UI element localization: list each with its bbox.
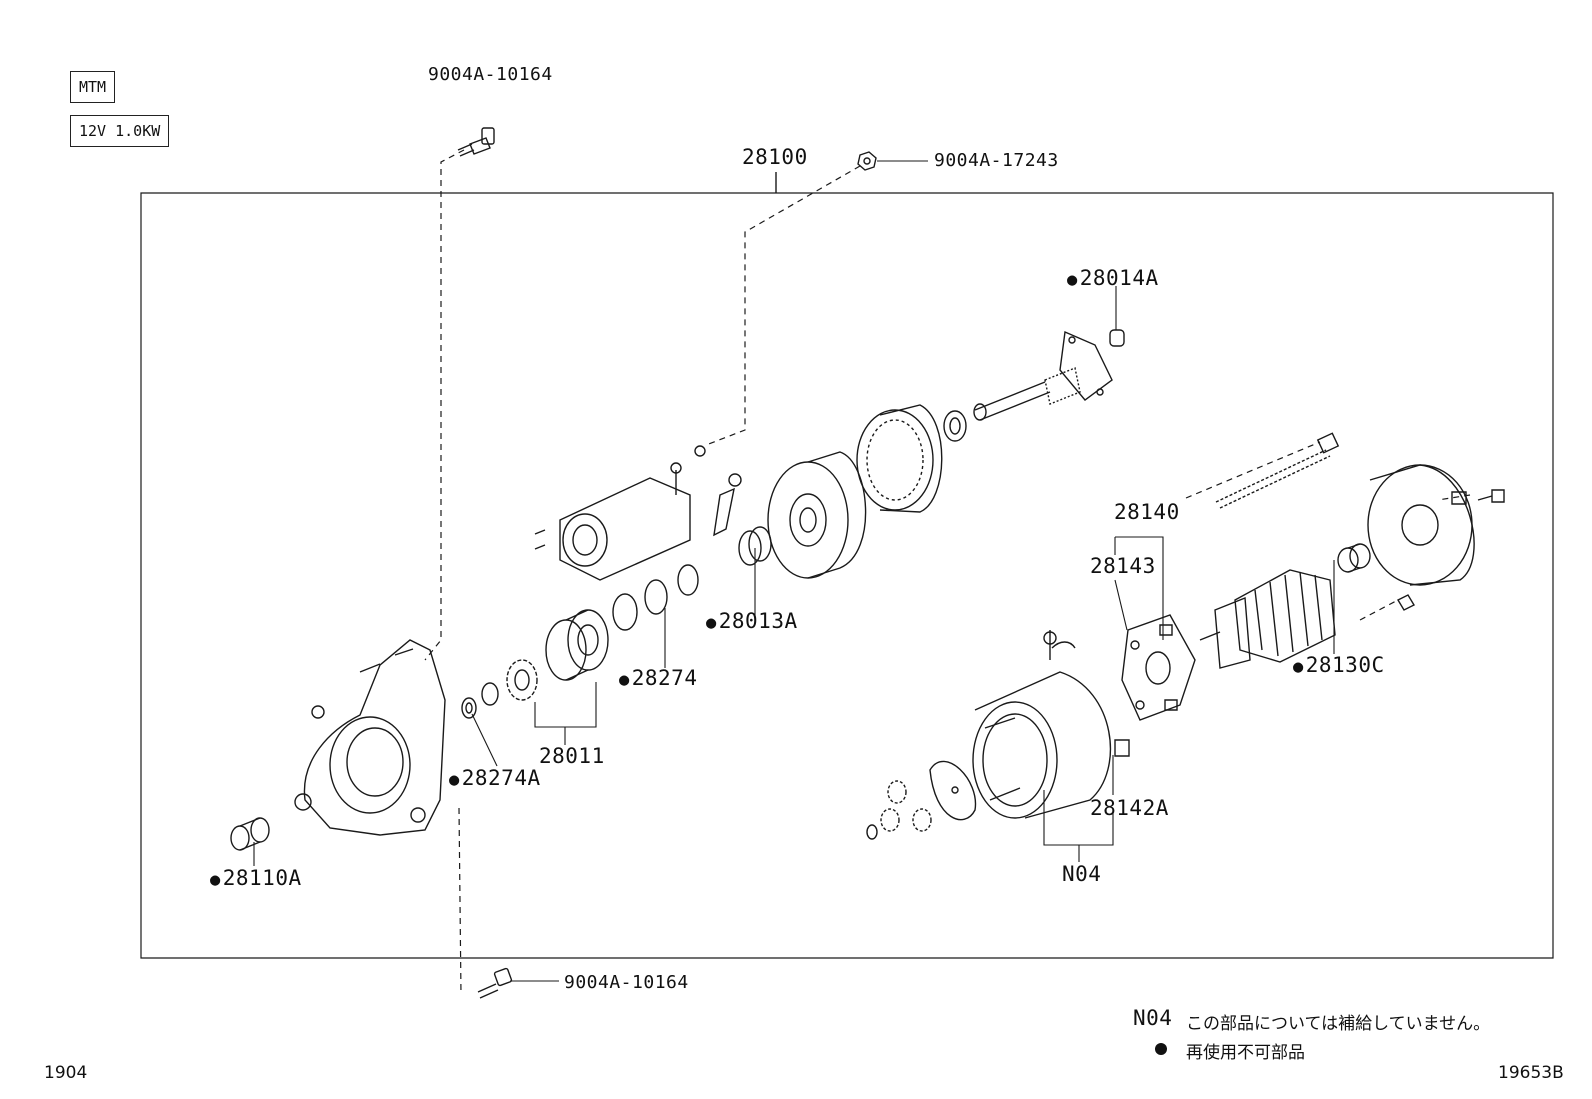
brush-holder-icon — [1122, 615, 1195, 720]
bushing-icon — [1338, 544, 1370, 572]
lever-icon — [714, 474, 741, 535]
callout-28274[interactable]: 28274 — [619, 667, 697, 691]
guide-line-bolt-top — [425, 150, 464, 660]
callout-N04[interactable]: N04 — [1062, 862, 1102, 886]
legend-bullet-icon — [1155, 1043, 1167, 1055]
plate-icon — [930, 761, 975, 819]
spring-icon — [1398, 595, 1414, 610]
bushing-icon — [1110, 330, 1124, 346]
bolt-bottom-icon — [478, 968, 512, 998]
callout-28142A[interactable]: 28142A — [1090, 796, 1169, 820]
drive-housing-icon — [295, 640, 445, 835]
yoke-icon — [973, 630, 1129, 818]
guide-line-bolt-bottom — [459, 808, 461, 995]
bushing-icon — [231, 818, 269, 850]
washer-icon — [462, 698, 476, 718]
screw-icon — [1478, 490, 1504, 502]
footer-right-code: 19653B — [1498, 1063, 1564, 1083]
callout-assembly[interactable]: 28100 — [742, 145, 808, 169]
callout-28014A[interactable]: 28014A — [1067, 267, 1159, 291]
armature-icon — [1200, 570, 1335, 668]
callout-bolt-top[interactable]: 9004A-10164 — [428, 64, 553, 85]
snap-ring-icon — [613, 565, 698, 630]
through-bolt-icon — [1216, 433, 1338, 508]
planetary-gears-icon — [867, 781, 931, 839]
footer-left-code: 1904 — [44, 1063, 88, 1083]
washer-icon — [944, 411, 966, 441]
callout-28274A[interactable]: 28274A — [449, 767, 541, 791]
callout-28140[interactable]: 28140 — [1114, 500, 1180, 524]
assembly-frame — [141, 193, 1553, 958]
end-frame-icon — [1368, 465, 1474, 585]
callout-bolt-bottom[interactable]: 9004A-10164 — [564, 972, 689, 993]
solenoid-icon — [535, 446, 705, 580]
center-bracket-icon — [768, 452, 866, 578]
legend-bullet-text: 再使用不可部品 — [1186, 1043, 1305, 1063]
ring-icon — [482, 683, 498, 705]
tag-transmission: MTM — [70, 71, 116, 103]
legend-n04-code: N04 — [1133, 1006, 1173, 1030]
pinion-gear-icon — [507, 660, 537, 700]
legend-n04-text: この部品については補給していません。 — [1186, 1014, 1491, 1034]
callout-28013A[interactable]: 28013A — [706, 610, 798, 634]
callout-28130C[interactable]: 28130C — [1293, 654, 1385, 678]
clutch-icon — [546, 610, 608, 680]
guide-line-nut-top — [706, 166, 860, 445]
shaft-icon — [974, 332, 1112, 420]
nut-top-icon — [858, 152, 876, 170]
callout-28143[interactable]: 28143 — [1090, 554, 1156, 578]
callout-28110A[interactable]: 28110A — [210, 867, 302, 891]
bearing-icon — [739, 527, 771, 565]
tag-rating: 12V 1.0KW — [70, 115, 170, 147]
callout-28011[interactable]: 28011 — [539, 744, 605, 768]
bolt-top-icon — [458, 128, 494, 156]
callout-nut-top[interactable]: 9004A-17243 — [934, 150, 1059, 171]
ring-gear-icon — [857, 405, 942, 512]
